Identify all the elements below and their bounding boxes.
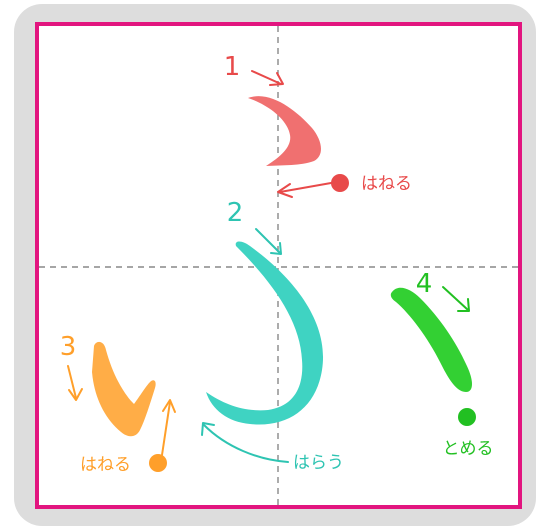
stroke-3-end-dot-icon xyxy=(149,454,167,472)
stroke-1-shape xyxy=(248,96,321,166)
stroke-3-number: 3 xyxy=(60,332,77,362)
stroke-2-direction-arrowhead-icon xyxy=(270,242,282,255)
stroke-3-pointer-arrow-icon xyxy=(161,401,171,456)
stroke-1-number: 1 xyxy=(224,52,241,82)
stroke-4-end-dot-icon xyxy=(458,408,476,426)
stroke-2-pointer-arrowhead-icon xyxy=(201,422,215,436)
stroke-1-pointer-arrow-icon xyxy=(279,182,332,193)
stroke-3-pointer-arrowhead-icon xyxy=(162,399,176,413)
stroke-3-note: はねる xyxy=(80,455,131,475)
stroke-4-direction-arrowhead-icon xyxy=(457,298,470,312)
stroke-4-note: とめる xyxy=(443,439,494,459)
stroke-1-direction-arrow-icon xyxy=(251,70,282,85)
stroke-4-shape xyxy=(390,287,472,392)
stroke-1-note: はねる xyxy=(361,174,412,194)
stroke-2-note: はらう xyxy=(293,453,344,473)
stroke-3-direction-arrow-icon xyxy=(67,365,77,399)
stroke-4-direction-arrow-icon xyxy=(442,286,469,311)
stroke-4-number: 4 xyxy=(416,269,433,299)
stroke-2-direction-arrow-icon xyxy=(255,228,281,254)
stroke-2-shape xyxy=(206,241,324,425)
stroke-1-pointer-arrowhead-icon xyxy=(277,183,293,198)
stroke-3-direction-arrowhead-icon xyxy=(68,388,83,401)
stroke-1-end-dot-icon xyxy=(331,174,349,192)
stroke-2-number: 2 xyxy=(227,198,244,228)
stroke-3-shape xyxy=(92,341,156,437)
stroke-2-pointer-arrow-icon xyxy=(203,424,289,463)
stroke-1-direction-arrowhead-icon xyxy=(269,72,284,86)
